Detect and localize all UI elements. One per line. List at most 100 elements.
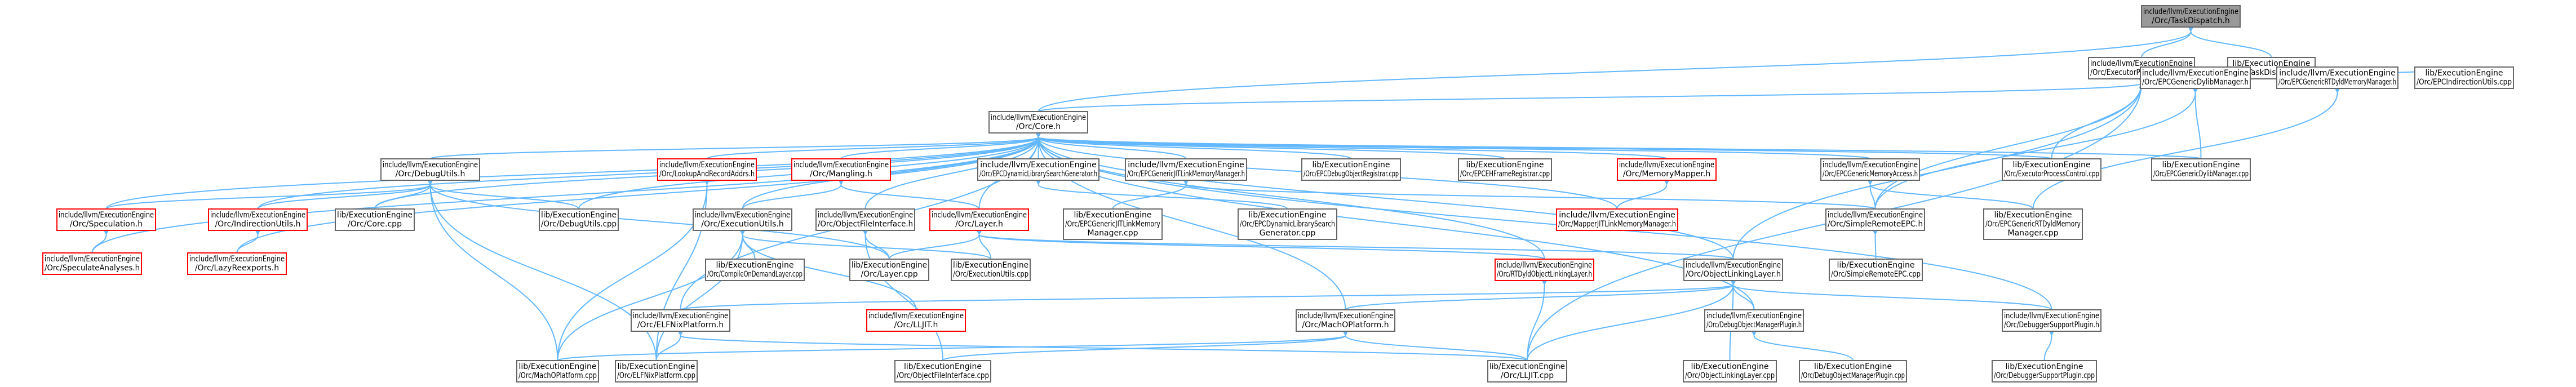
graph-node-objectfileinterface-h[interactable]: include/llvm/ExecutionEngine/Orc/ObjectF… bbox=[815, 208, 915, 231]
node-label-line: lib/ExecutionEngine bbox=[953, 261, 1028, 270]
graph-node-rtdyldobjlinking-h[interactable]: include/llvm/ExecutionEngine/Orc/RTDyldO… bbox=[1495, 259, 1594, 281]
graph-node-simpleremoteepc-cpp[interactable]: lib/ExecutionEngine/Orc/SimpleRemoteEPC.… bbox=[1829, 259, 1923, 281]
graph-node-elfnixplatform-cpp[interactable]: lib/ExecutionEngine/Orc/ELFNixPlatform.c… bbox=[615, 360, 698, 382]
node-box bbox=[657, 158, 757, 181]
node-box bbox=[539, 208, 619, 231]
node-label-line: lib/ExecutionEngine bbox=[518, 362, 596, 371]
node-label-line: include/llvm/ExecutionEngine bbox=[2142, 69, 2249, 78]
graph-node-executionutils-cpp[interactable]: lib/ExecutionEngine/Orc/ExecutionUtils.c… bbox=[951, 259, 1031, 281]
dependency-edge bbox=[2141, 26, 2194, 58]
graph-node-epcgendylib-h[interactable]: include/llvm/ExecutionEngine/Orc/EPCGene… bbox=[2140, 66, 2251, 89]
graph-node-epc-cpp[interactable]: lib/ExecutionEngine/Orc/ExecutorProcessC… bbox=[2002, 158, 2101, 181]
dependency-edge bbox=[105, 179, 433, 210]
node-box bbox=[929, 208, 1029, 231]
graph-node-lazyreexports-h[interactable]: include/llvm/ExecutionEngine/Orc/LazyRee… bbox=[187, 252, 287, 275]
node-box bbox=[977, 158, 1099, 181]
dependency-edge bbox=[1035, 132, 1187, 159]
node-box bbox=[631, 309, 730, 332]
graph-node-epcgenjitlink-cpp[interactable]: lib/ExecutionEngine/Orc/EPCGenericJITLin… bbox=[1063, 208, 1163, 240]
dependency-edge bbox=[1751, 330, 1854, 361]
graph-node-compileondemand-cpp[interactable]: lib/ExecutionEngine/Orc/CompileOnDemandL… bbox=[705, 259, 805, 281]
node-label-line: /Orc/Mangling.h bbox=[810, 170, 872, 179]
graph-node-objectlinkinglayer-cpp[interactable]: lib/ExecutionEngine/Orc/ObjectLinkingLay… bbox=[1683, 360, 1777, 382]
node-label-line: /Orc/EPCGenericRTDyldMemoryManager.h bbox=[2278, 78, 2396, 87]
graph-node-core-cpp[interactable]: lib/ExecutionEngine/Orc/Core.cpp bbox=[335, 208, 415, 231]
dependency-edge bbox=[1874, 78, 2145, 210]
node-label-line: /Orc/EPCIndirectionUtils.cpp bbox=[2417, 78, 2512, 87]
graph-node-objectlinkinglayer-h[interactable]: include/llvm/ExecutionEngine/Orc/ObjectL… bbox=[1683, 259, 1783, 281]
node-box bbox=[56, 208, 156, 231]
graph-node-epcdebugobj-cpp[interactable]: lib/ExecutionEngine/Orc/EPCDebugObjectRe… bbox=[1301, 158, 1401, 181]
graph-node-lljit-cpp[interactable]: lib/ExecutionEngine/Orc/LLJIT.cpp bbox=[1487, 360, 1567, 382]
node-label-line: include/llvm/ExecutionEngine bbox=[1706, 312, 1802, 321]
graph-node-speculation-h[interactable]: include/llvm/ExecutionEngine/Orc/Specula… bbox=[56, 208, 156, 231]
node-label-line: /Orc/ObjectFileInterface.h bbox=[818, 220, 913, 229]
graph-node-debuggersupport-cpp[interactable]: lib/ExecutionEngine/Orc/DebuggerSupportP… bbox=[1992, 360, 2097, 382]
node-box bbox=[1983, 208, 2083, 240]
graph-node-objectfileinterface-cpp[interactable]: lib/ExecutionEngine/Orc/ObjectFileInterf… bbox=[894, 360, 991, 382]
graph-node-epcgenrtdyld-h[interactable]: include/llvm/ExecutionEngine/Orc/EPCGene… bbox=[2276, 66, 2398, 89]
graph-node-epcindirection-cpp[interactable]: lib/ExecutionEngine/Orc/EPCIndirectionUt… bbox=[2414, 66, 2514, 89]
graph-node-indirectionutils-h[interactable]: include/llvm/ExecutionEngine/Orc/Indirec… bbox=[208, 208, 308, 231]
node-label-line: include/llvm/ExecutionEngine bbox=[1619, 161, 1714, 170]
graph-node-elfnixplatform-h[interactable]: include/llvm/ExecutionEngine/Orc/ELFNixP… bbox=[631, 309, 730, 332]
dependency-edge bbox=[427, 179, 890, 260]
graph-node-machoplatform-h[interactable]: include/llvm/ExecutionEngine/Orc/MachOPl… bbox=[1296, 309, 1395, 332]
graph-node-core-h[interactable]: include/llvm/ExecutionEngine/Orc/Core.h bbox=[988, 111, 1088, 134]
node-label-line: lib/ExecutionEngine bbox=[1489, 362, 1565, 371]
graph-node-debugutils-cpp[interactable]: lib/ExecutionEngine/Orc/DebugUtils.cpp bbox=[539, 208, 619, 231]
node-label-line: /Orc/ObjectLinkingLayer.h bbox=[1686, 270, 1781, 279]
node-label-line: include/llvm/ExecutionEngine bbox=[868, 312, 964, 321]
node-label-line: /Orc/ExecutionUtils.cpp bbox=[953, 270, 1028, 279]
graph-node-debugobjmgr-h[interactable]: include/llvm/ExecutionEngine/Orc/DebugOb… bbox=[1704, 309, 1804, 332]
node-box bbox=[815, 208, 915, 231]
node-label-line: /Orc/EPCGenericDylibManager.cpp bbox=[2153, 170, 2249, 179]
dependency-edge bbox=[976, 229, 1734, 260]
graph-node-simpleremoteepc-h[interactable]: include/llvm/ExecutionEngine/Orc/SimpleR… bbox=[1825, 208, 1925, 231]
node-label-line: include/llvm/ExecutionEngine bbox=[2090, 59, 2193, 68]
node-label-line: include/llvm/ExecutionEngine bbox=[1559, 211, 1675, 220]
graph-node-lookupandrecord-h[interactable]: include/llvm/ExecutionEngine/Orc/LookupA… bbox=[657, 158, 757, 181]
node-label-line: include/llvm/ExecutionEngine bbox=[659, 161, 755, 170]
dependency-edge bbox=[1527, 279, 1736, 361]
graph-node-epcgenrtdyld-cpp[interactable]: lib/ExecutionEngine/Orc/EPCGenericRTDyld… bbox=[1983, 208, 2083, 240]
graph-node-root: include/llvm/ExecutionEngine/Orc/TaskDis… bbox=[2141, 5, 2241, 28]
node-box bbox=[849, 259, 929, 281]
dependency-edge bbox=[864, 132, 1041, 210]
node-label-line: include/llvm/ExecutionEngine bbox=[1828, 211, 1923, 220]
graph-node-layer-h[interactable]: include/llvm/ExecutionEngine/Orc/Layer.h bbox=[929, 208, 1029, 231]
node-box bbox=[2414, 66, 2514, 89]
graph-node-machoplatform-cpp[interactable]: lib/ExecutionEngine/Orc/MachOPlatform.cp… bbox=[516, 360, 599, 382]
node-box bbox=[2151, 158, 2251, 181]
graph-node-epcdynlibsearch-cpp[interactable]: lib/ExecutionEngine/Orc/EPCDynamicLibrar… bbox=[1238, 208, 1337, 240]
graph-node-executionutils-h[interactable]: include/llvm/ExecutionEngine/Orc/Executi… bbox=[693, 208, 792, 231]
graph-node-epcgenjitlink-h[interactable]: include/llvm/ExecutionEngine/Orc/EPCGene… bbox=[1125, 158, 1247, 181]
graph-node-speculateanalyses-h[interactable]: include/llvm/ExecutionEngine/Orc/Specula… bbox=[42, 252, 142, 275]
graph-node-lljit-h[interactable]: include/llvm/ExecutionEngine/Orc/LLJIT.h bbox=[866, 309, 966, 332]
graph-node-memorymapper-h[interactable]: include/llvm/ExecutionEngine/Orc/MemoryM… bbox=[1617, 158, 1717, 181]
node-box bbox=[1683, 360, 1777, 382]
graph-node-epcehframe-cpp[interactable]: lib/ExecutionEngine/Orc/EPCEHFrameRegist… bbox=[1458, 158, 1552, 181]
node-label-line: /Orc/EPCDynamicLibrarySearch bbox=[1240, 220, 1335, 229]
node-label-line: /Orc/Layer.cpp bbox=[861, 270, 917, 279]
node-label-line: /Orc/EPCDebugObjectRegistrar.cpp bbox=[1303, 170, 1399, 179]
graph-node-layer-cpp[interactable]: lib/ExecutionEngine/Orc/Layer.cpp bbox=[849, 259, 929, 281]
dependency-edge bbox=[427, 179, 558, 361]
dependency-edge bbox=[742, 179, 844, 210]
graph-node-debuggersupport-h[interactable]: include/llvm/ExecutionEngine/Orc/Debugge… bbox=[2002, 309, 2101, 332]
node-label-line: include/llvm/ExecutionEngine bbox=[2143, 7, 2238, 16]
node-box bbox=[380, 158, 480, 181]
graph-node-debugobjmgr-cpp[interactable]: lib/ExecutionEngine/Orc/DebugObjectManag… bbox=[1799, 360, 1907, 382]
graph-node-mapperjitlink-h[interactable]: include/llvm/ExecutionEngine/Orc/MapperJ… bbox=[1556, 208, 1678, 231]
graph-node-epcgendylib-cpp[interactable]: lib/ExecutionEngine/Orc/EPCGenericDylibM… bbox=[2151, 158, 2251, 181]
node-label-line: include/llvm/ExecutionEngine bbox=[383, 161, 478, 170]
dependency-edge bbox=[706, 132, 1041, 159]
dependency-edge bbox=[1035, 132, 1352, 159]
node-box bbox=[1799, 360, 1907, 382]
node-box bbox=[1617, 158, 1717, 181]
graph-node-mangling-h[interactable]: include/llvm/ExecutionEngine/Orc/Manglin… bbox=[791, 158, 891, 181]
node-box bbox=[516, 360, 599, 382]
graph-node-debugutils-h[interactable]: include/llvm/ExecutionEngine/Orc/DebugUt… bbox=[380, 158, 480, 181]
graph-node-epcgenmemaccess-h[interactable]: include/llvm/ExecutionEngine/Orc/EPCGene… bbox=[1820, 158, 1920, 181]
graph-node-epcdynlibsearch-h[interactable]: include/llvm/ExecutionEngine/Orc/EPCDyna… bbox=[977, 158, 1099, 181]
